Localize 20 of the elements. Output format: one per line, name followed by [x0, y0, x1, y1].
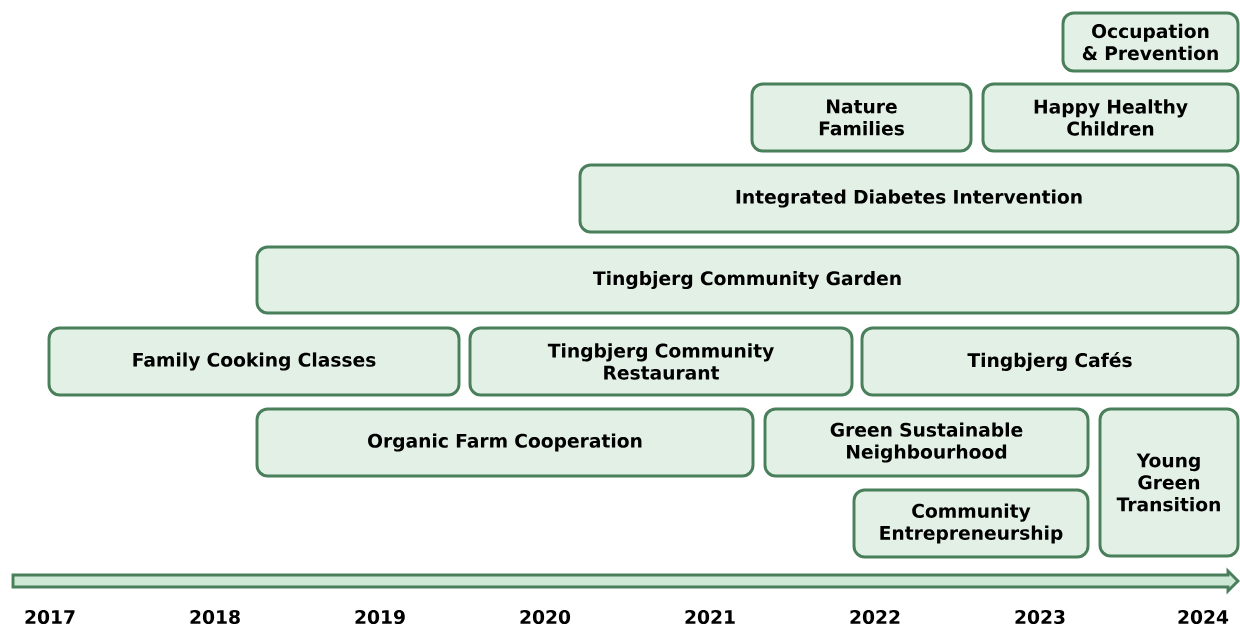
timeline-box: Family Cooking Classes: [47, 326, 461, 397]
timeline-box: Integrated Diabetes Intervention: [578, 163, 1240, 234]
timeline-box: Nature Families: [750, 82, 973, 153]
year-label: 2018: [190, 609, 240, 625]
year-label: 2019: [355, 609, 405, 625]
year-label: 2021: [685, 609, 735, 625]
year-label: 2020: [520, 609, 571, 625]
timeline-box: Community Entrepreneurship: [852, 488, 1090, 559]
timeline-box: Occupation & Prevention: [1061, 11, 1240, 73]
timeline-box: Tingbjerg Cafés: [860, 326, 1240, 397]
timeline-box: Green Sustainable Neighbourhood: [763, 407, 1090, 478]
timeline-box: Tingbjerg Community Garden: [255, 245, 1240, 315]
year-label: 2023: [1015, 609, 1065, 625]
timeline-box: Tingbjerg Community Restaurant: [468, 326, 854, 397]
timeline-box: Organic Farm Cooperation: [255, 407, 755, 478]
year-label: 2024: [1178, 609, 1229, 625]
timeline-box: Young Green Transition: [1098, 407, 1240, 558]
timeline-box: Happy Healthy Children: [981, 82, 1240, 153]
year-label: 2017: [25, 609, 75, 625]
year-label: 2022: [850, 609, 900, 625]
